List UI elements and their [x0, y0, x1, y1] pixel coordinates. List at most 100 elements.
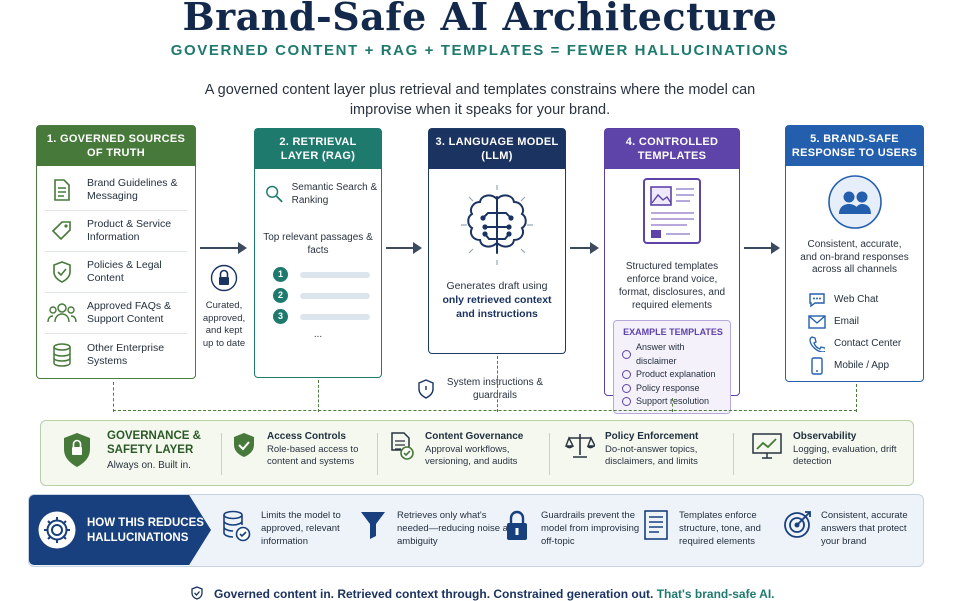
page-subtitle: GOVERNED CONTENT + RAG + TEMPLATES = FEW… [170, 42, 790, 59]
shield-icon [418, 379, 434, 399]
rank-number: 1 [273, 267, 288, 282]
channel-label: Mobile / App [834, 360, 890, 371]
database-icon [45, 342, 79, 368]
source-label: Product & Service Information [87, 218, 172, 243]
passage-bar [300, 292, 370, 299]
scales-icon [565, 434, 595, 458]
users-icon [827, 175, 882, 229]
governance-title: GOVERNANCE & SAFETY LAYER [107, 430, 201, 456]
people-icon [45, 302, 79, 324]
divider [221, 433, 222, 475]
channel-item: Email [804, 311, 923, 333]
governance-item-desc: Role-based access to content and systems [267, 444, 359, 467]
language-model-card: 3. LANGUAGE MODEL (LLM) Generates draft … [428, 128, 566, 354]
example-template-item: Support resolution [622, 395, 724, 409]
passages-label: Top relevant passages & facts [263, 232, 373, 256]
footer-highlight: That's brand-safe AI. [656, 587, 775, 601]
check-icon [622, 397, 631, 407]
page-title: Brand-Safe AI Architecture [182, 0, 778, 39]
more-ellipsis: ... [313, 329, 323, 340]
flow-arrow [386, 242, 422, 254]
system-note: System instructions & guardrails [416, 376, 546, 402]
source-label: Brand Guidelines & Messaging [87, 177, 178, 202]
example-template-label: Policy response [636, 382, 700, 393]
footer-main: Governed content in. Retrieved context t… [214, 587, 654, 601]
controlled-templates-title: 4. CONTROLLED TEMPLATES [605, 129, 739, 169]
governance-shield-icon [61, 431, 93, 474]
document-icon [45, 178, 79, 202]
mobile-icon [804, 356, 830, 375]
shield-check-icon [45, 260, 79, 284]
brain-circuit-icon [461, 185, 533, 265]
model-desc-bold: only retrieved context and instructions [442, 294, 552, 320]
governed-sources-card: 1. GOVERNED SOURCES OF TRUTH Brand Guide… [36, 125, 196, 379]
flow-arrow [744, 242, 780, 254]
how-item: Retrieves only what's needed—reducing no… [359, 509, 519, 548]
controlled-templates-card: 4. CONTROLLED TEMPLATES Structured templ… [604, 128, 740, 414]
governance-layer: GOVERNANCE & SAFETY LAYER Always on. Bui… [40, 420, 914, 486]
shield-check-icon [191, 586, 203, 600]
how-item-desc: Consistent, accurate answers that protec… [821, 510, 908, 547]
passage-row: 3 [273, 309, 381, 324]
divider [377, 433, 378, 475]
lock-icon [210, 264, 238, 292]
governance-item-title: Observability [793, 431, 857, 442]
governance-connector [672, 398, 673, 412]
how-item-desc: Guardrails prevent the model from improv… [541, 510, 640, 547]
curated-note: Curated, approved, and kept up to date [200, 264, 248, 350]
example-template-item: Product explanation [622, 368, 724, 382]
footer-tagline: Governed content in. Retrieved context t… [190, 586, 774, 601]
how-item-desc: Templates enforce structure, tone, and r… [679, 510, 761, 547]
rank-number: 2 [273, 288, 288, 303]
source-item: Policies & Legal Content [45, 252, 187, 293]
tag-icon [45, 219, 79, 243]
channel-item: Contact Center [804, 333, 923, 355]
source-label: Policies & Legal Content [87, 259, 162, 284]
brand-safe-response-title: 5. BRAND-SAFE RESPONSE TO USERS [786, 126, 923, 166]
source-item: Approved FAQs & Support Content [45, 293, 187, 334]
curated-note-text: Curated, approved, and kept up to date [202, 300, 246, 349]
channel-label: Web Chat [834, 294, 879, 305]
example-template-label: Product explanation [636, 369, 716, 379]
system-note-text: System instructions & guardrails [446, 377, 544, 401]
template-document-icon [643, 178, 701, 244]
database-check-icon [223, 510, 251, 542]
response-desc: Consistent, accurate, and on-brand respo… [800, 239, 909, 275]
semantic-search-label: Semantic Search & Ranking [291, 182, 378, 206]
channel-item: Web Chat [804, 289, 923, 311]
governance-connector [856, 384, 857, 412]
passage-row: 1 [273, 267, 381, 282]
chat-icon [804, 292, 830, 308]
governance-item-title: Policy Enforcement [605, 431, 699, 442]
governance-connector [113, 382, 114, 412]
how-item-desc: Retrieves only what's needed—reducing no… [397, 510, 519, 547]
document-check-icon [391, 432, 414, 460]
gear-icon [37, 510, 77, 555]
channel-item: Mobile / App [804, 355, 923, 377]
governance-connector-line [113, 410, 857, 411]
check-icon [622, 350, 631, 359]
divider [549, 433, 550, 475]
governance-item-desc: Do-not-answer topics, disclaimers, and l… [605, 444, 698, 467]
lead-text: A governed content layer plus retrieval … [204, 82, 756, 118]
governance-tagline: Always on. Built in. [107, 460, 191, 471]
source-label: Other Enterprise Systems [87, 341, 165, 367]
search-icon [266, 185, 283, 203]
shield-check-icon [234, 433, 254, 457]
example-template-item: Answer with disclaimer [622, 341, 724, 368]
brand-safe-response-card: 5. BRAND-SAFE RESPONSE TO USERS Consiste… [785, 125, 924, 382]
source-item: Product & Service Information [45, 211, 187, 252]
language-model-title: 3. LANGUAGE MODEL (LLM) [429, 129, 565, 169]
how-title: HOW THIS REDUCES HALLUCINATIONS [87, 517, 204, 544]
governance-connector [497, 356, 498, 412]
governance-item-desc: Approval workflows, versioning, and audi… [425, 444, 518, 467]
passage-row: 2 [273, 288, 381, 303]
model-desc-prefix: Generates draft using [446, 280, 548, 292]
flow-arrow [200, 242, 247, 254]
channel-label: Contact Center [834, 338, 902, 349]
lock-icon [507, 510, 527, 540]
